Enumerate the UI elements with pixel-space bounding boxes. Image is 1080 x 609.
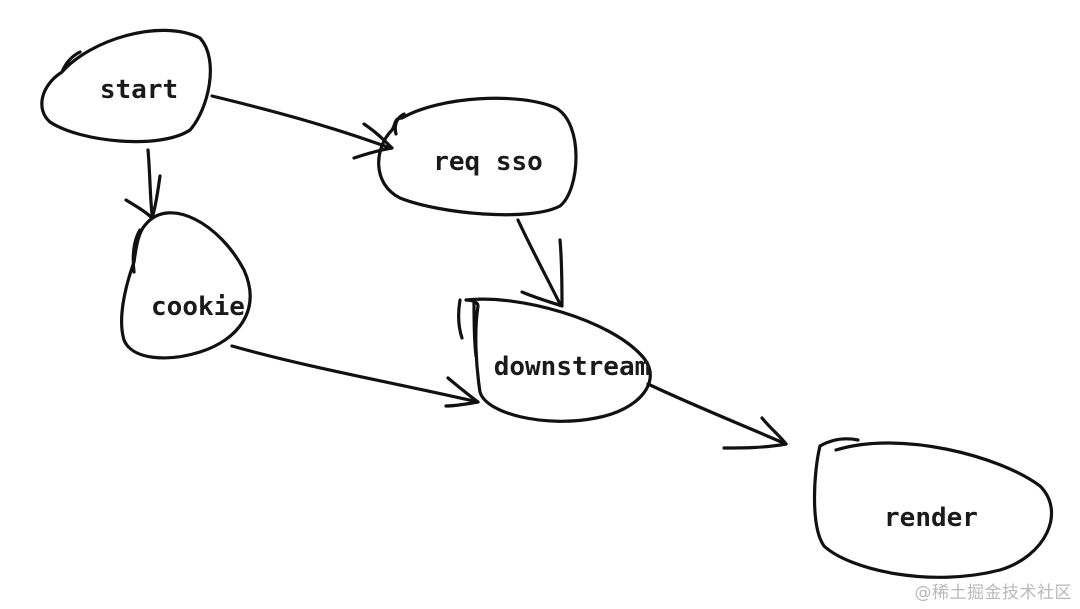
edge-start-to-cookie-line — [146, 148, 154, 216]
node-start-label: start — [100, 75, 178, 105]
node-cookie-shape — [120, 211, 252, 360]
edge-downstream-to-render-arrowhead — [722, 416, 788, 450]
edge-start-to-req-sso-line — [210, 94, 392, 150]
edge-downstream-to-render-line — [646, 382, 788, 446]
node-start-shape — [40, 28, 212, 144]
node-req-sso[interactable]: req sso — [377, 96, 578, 217]
node-req-sso-label: req sso — [433, 147, 543, 177]
edge-cookie-to-downstream-arrowhead — [444, 376, 480, 408]
edge-req-sso-to-downstream — [516, 218, 564, 308]
node-downstream-shape — [457, 297, 652, 423]
watermark: @稀土掘金技术社区 — [914, 583, 1072, 603]
node-render[interactable]: render — [812, 437, 1054, 579]
node-render-label: render — [884, 503, 978, 533]
edge-downstream-to-render — [646, 382, 788, 450]
node-start[interactable]: start — [40, 28, 212, 144]
edge-start-to-cookie-arrowhead — [124, 174, 162, 220]
edge-cookie-to-downstream-line — [230, 344, 480, 404]
node-cookie[interactable]: cookie — [120, 211, 252, 360]
node-render-shape — [812, 437, 1054, 579]
node-cookie-label: cookie — [151, 292, 245, 322]
edge-start-to-cookie — [124, 148, 162, 220]
edge-req-sso-to-downstream-line — [516, 218, 562, 306]
edge-cookie-to-downstream — [230, 344, 480, 408]
node-downstream-label: downstream — [494, 352, 651, 382]
edge-start-to-req-sso — [210, 94, 394, 160]
edge-start-to-req-sso-arrowhead — [352, 122, 394, 160]
node-req-sso-shape — [377, 96, 578, 217]
edge-req-sso-to-downstream-arrowhead — [520, 238, 564, 308]
node-downstream[interactable]: downstream — [457, 297, 652, 423]
